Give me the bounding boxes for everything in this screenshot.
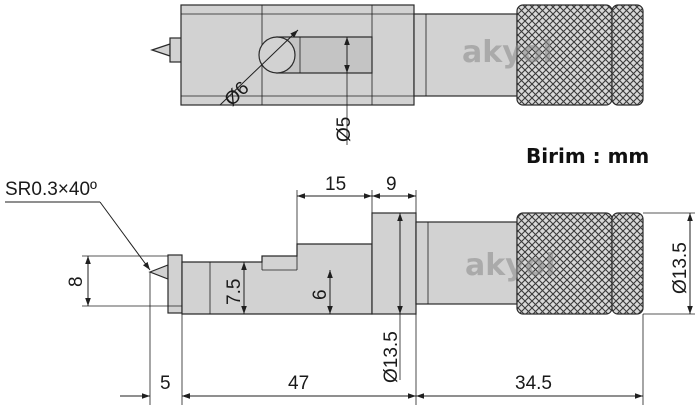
top-hole: [258, 36, 296, 74]
dim-47: 47: [288, 373, 309, 394]
side-stepped-block: [181, 243, 373, 315]
side-tip: [148, 264, 169, 280]
top-tip: [150, 43, 171, 57]
top-tip-shank: [169, 37, 183, 63]
dim-d13-5-right: Ø13.5: [670, 242, 691, 294]
dim-5: 5: [160, 373, 171, 394]
top-knurl-end: [611, 4, 644, 106]
side-neck: [415, 221, 518, 305]
side-head: [371, 212, 417, 315]
dim-7-5: 7.5: [224, 279, 245, 305]
top-view: Ø6 Ø5 akyol: [150, 4, 644, 145]
watermark-top: akyol: [462, 35, 553, 70]
dim-6: 6: [310, 289, 331, 300]
dim-d13-5-mid: Ø13.5: [381, 331, 402, 383]
watermark-side: akyol: [465, 248, 556, 283]
sr-label: SR0.3×40º: [5, 179, 97, 200]
top-neck: [413, 13, 518, 97]
dim-9: 9: [386, 174, 397, 195]
dim-34-5: 34.5: [515, 373, 552, 394]
top-d5-label: Ø5: [334, 117, 355, 142]
dim-15: 15: [325, 174, 346, 195]
side-view: akyol SR0.3×40º 15 9 8 7.5 6 Ø13.5 Ø13.5: [5, 174, 695, 405]
side-tip-shank: [167, 254, 183, 314]
dim-8: 8: [66, 276, 87, 287]
side-knurl-end: [611, 212, 644, 315]
unit-label: Birim : mm: [526, 144, 649, 168]
